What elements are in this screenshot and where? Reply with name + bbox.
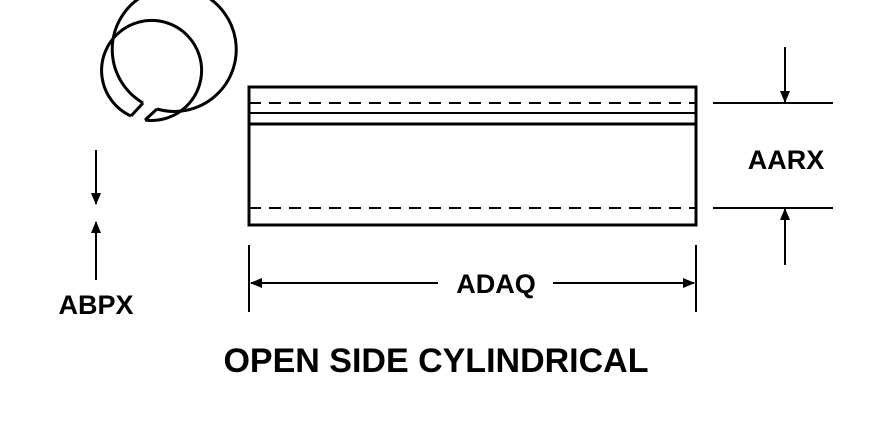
ring-gap-edge-left (129, 101, 145, 118)
end-view-split-ring (100, 0, 238, 122)
ring-gap-edge-right (143, 107, 159, 122)
adaq-dimension (248, 245, 697, 312)
aarx-label: AARX (748, 145, 825, 175)
inner-ring-arc (100, 18, 204, 122)
drawing-title: OPEN SIDE CYLINDRICAL (223, 342, 648, 380)
cylinder-outline (247, 85, 698, 227)
outer-ring-arc (110, 0, 238, 113)
abpx-label: ABPX (58, 290, 133, 320)
aarx-dimension (713, 47, 833, 265)
adaq-label: ADAQ (456, 269, 536, 299)
side-view-cylinder (247, 85, 698, 227)
